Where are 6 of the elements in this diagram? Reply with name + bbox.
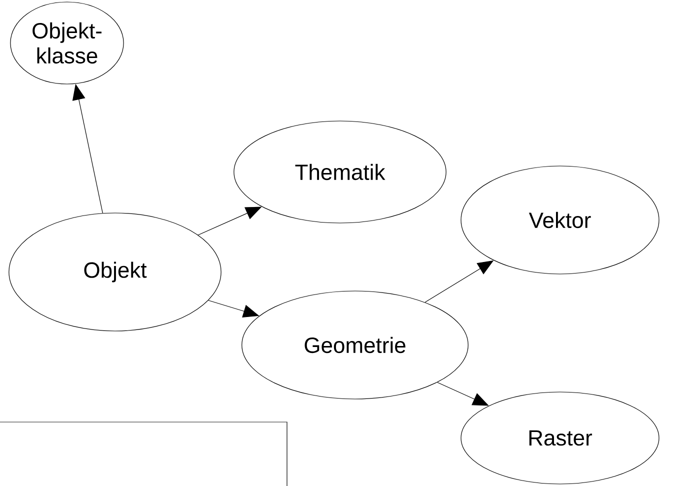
ellipse-node: Objekt: [8, 212, 222, 332]
ellipse-node: Thematik: [234, 120, 446, 224]
ellipse-node: Geometrie: [242, 290, 468, 400]
ellipse-node: Raster: [460, 392, 660, 484]
ellipse-node: Objekt- klasse: [10, 2, 124, 84]
ellipse-node: Vektor: [460, 166, 660, 274]
